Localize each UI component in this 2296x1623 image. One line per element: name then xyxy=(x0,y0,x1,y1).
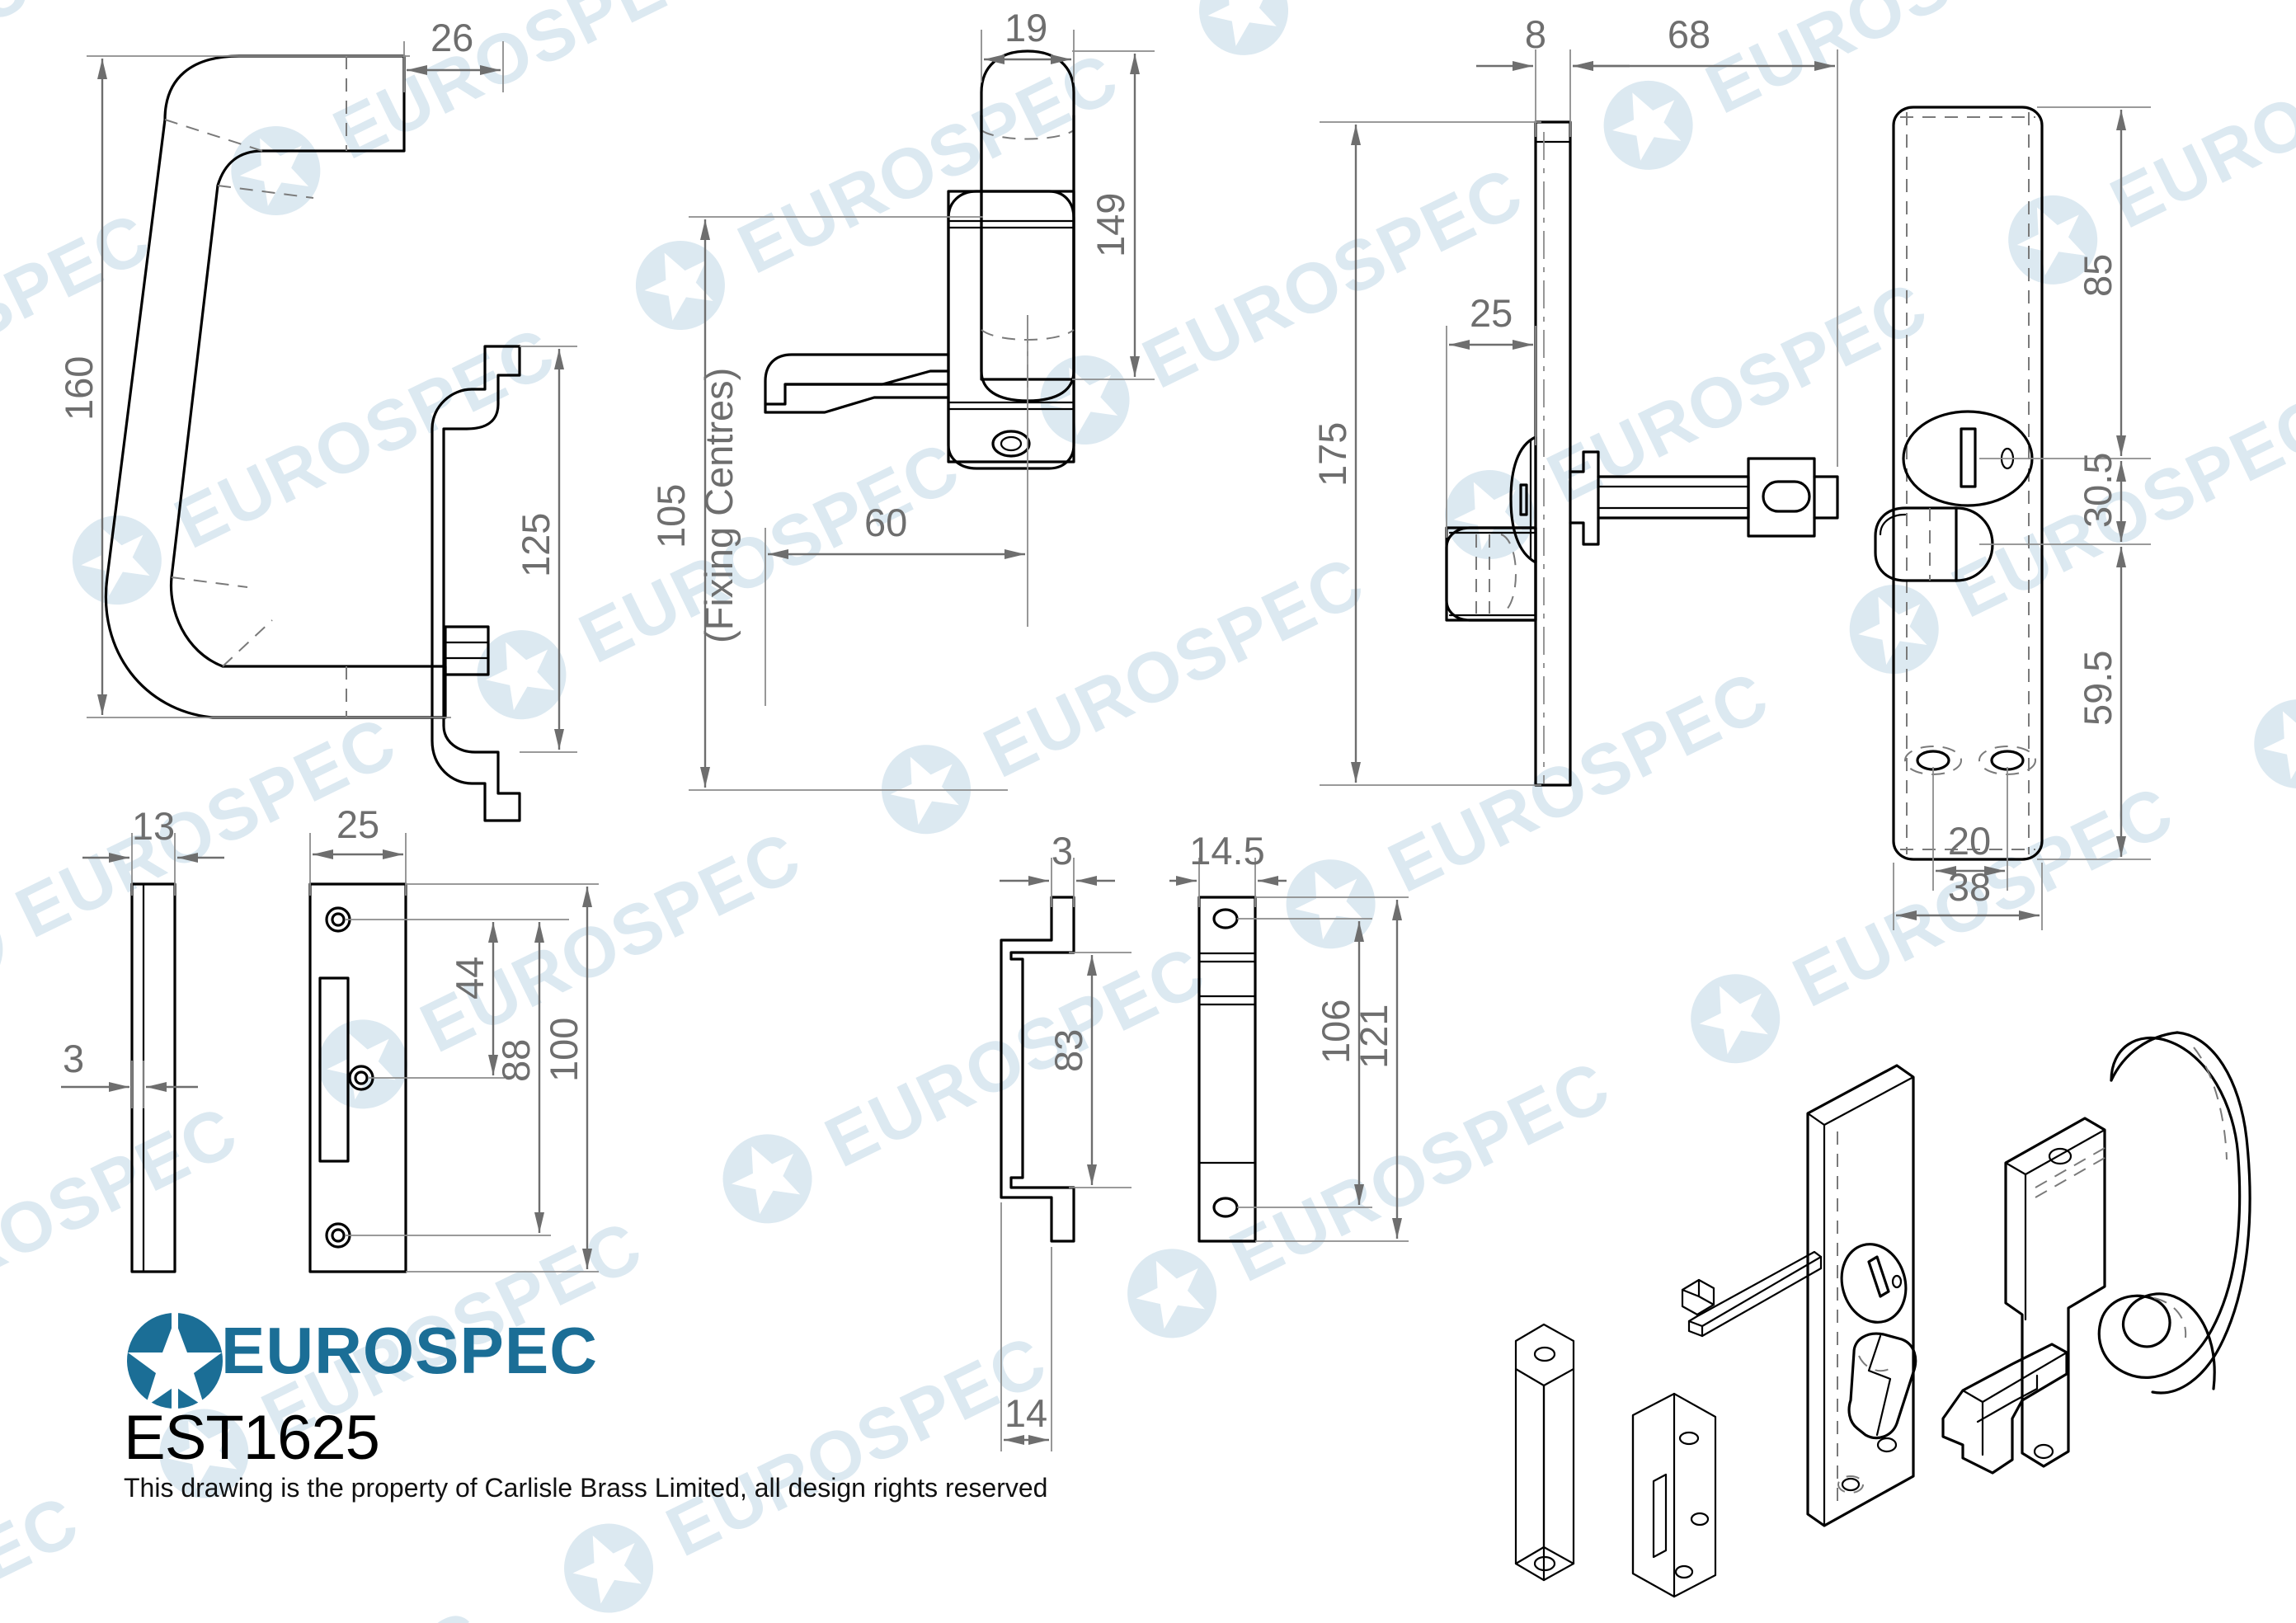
dim-60: 60 xyxy=(864,501,907,544)
dim-25-keep: 25 xyxy=(336,802,379,846)
dim-106: 106 xyxy=(1314,1000,1357,1064)
dim-19: 19 xyxy=(1004,6,1047,49)
iso-latch-hook xyxy=(1941,1343,2068,1475)
dim-26: 26 xyxy=(430,16,473,59)
view-keep-edge: 13 3 xyxy=(61,804,224,1273)
iso-strike-plate xyxy=(1631,1392,1717,1598)
dim-8: 8 xyxy=(1525,12,1546,56)
brand-wordmark: EUROSPEC xyxy=(221,1314,598,1387)
dim-25-section: 25 xyxy=(1470,291,1513,335)
dim-85: 85 xyxy=(2076,254,2120,297)
iso-lever-handle xyxy=(2097,1031,2251,1395)
view-isometric-assembly xyxy=(1514,1031,2251,1598)
dim-59-5: 59.5 xyxy=(2076,651,2120,726)
dim-175: 175 xyxy=(1310,422,1354,487)
dim-fixing-centres: (Fixing Centres) xyxy=(697,368,741,643)
dim-38: 38 xyxy=(1948,865,1991,909)
dim-14: 14 xyxy=(1004,1391,1047,1435)
view-strike-face: 14.5 106 121 xyxy=(1169,829,1409,1243)
view-backplate-face: 85 30.5 59.5 20 38 xyxy=(1874,106,2151,930)
dim-100: 100 xyxy=(542,1018,586,1082)
iso-keep-angle xyxy=(1514,1323,1575,1582)
eurospec-logo-icon xyxy=(127,1313,223,1409)
view-handle-side-elevation: 26 160 125 xyxy=(57,16,577,822)
dim-44: 44 xyxy=(448,957,492,1000)
dim-121: 121 xyxy=(1352,1004,1395,1069)
view-keep-face: 25 44 88 100 xyxy=(308,802,599,1273)
iso-backplate xyxy=(1681,1064,1917,1527)
view-strike-section: 3 83 14 xyxy=(1000,829,1132,1451)
view-plate-section: 8 68 25 175 xyxy=(1310,12,1839,787)
product-code: EST1625 xyxy=(124,1403,380,1473)
dim-88: 88 xyxy=(494,1039,538,1082)
dim-14-5: 14.5 xyxy=(1189,829,1264,873)
dim-3-strike: 3 xyxy=(1052,829,1073,873)
dim-20: 20 xyxy=(1948,819,1991,863)
dim-3-keep: 3 xyxy=(63,1037,84,1080)
view-handle-front-elevation: 19 149 105 (Fixing Centres) 60 xyxy=(649,6,1155,791)
iso-lever-bracket xyxy=(2004,1117,2106,1468)
dim-68: 68 xyxy=(1668,12,1710,56)
dim-83: 83 xyxy=(1047,1029,1090,1072)
dim-13: 13 xyxy=(132,804,175,848)
dim-149: 149 xyxy=(1089,193,1132,257)
dim-160: 160 xyxy=(57,356,101,421)
rights-notice: This drawing is the property of Carlisle… xyxy=(124,1473,1048,1503)
dim-30-5: 30.5 xyxy=(2076,453,2120,528)
dim-105: 105 xyxy=(649,484,693,548)
dim-125: 125 xyxy=(514,513,558,577)
